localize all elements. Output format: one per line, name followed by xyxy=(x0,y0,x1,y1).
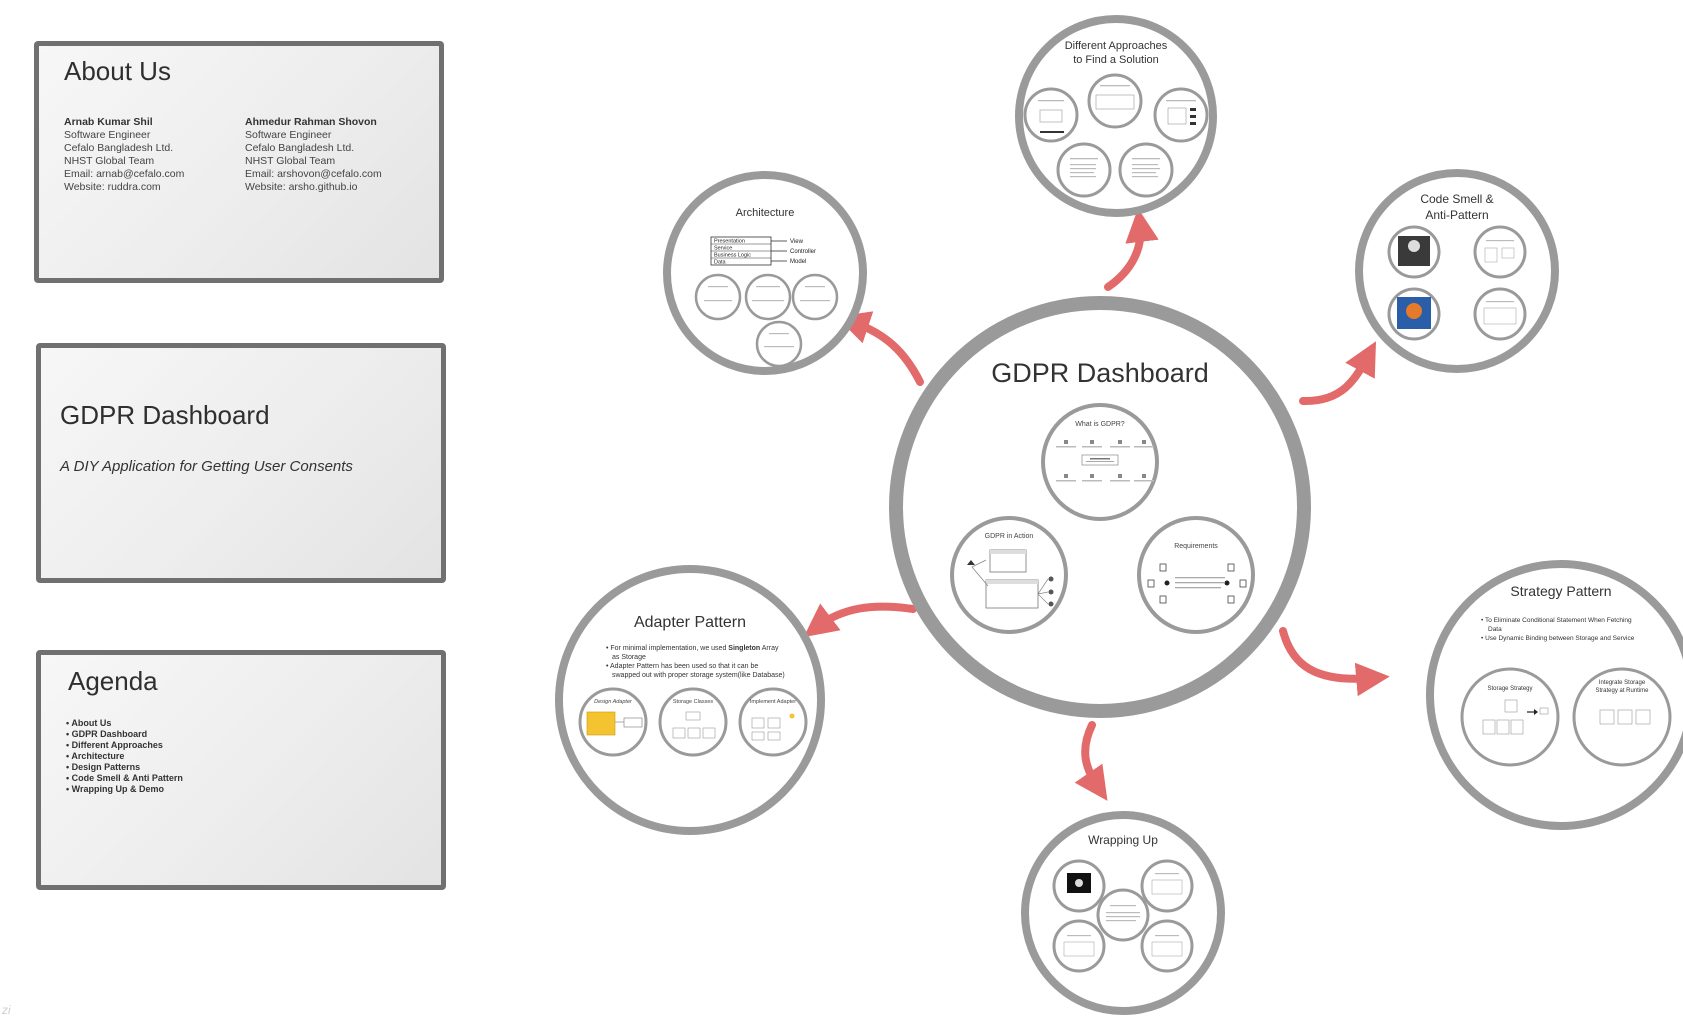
adapter-title: Adapter Pattern xyxy=(634,614,746,631)
what-is-gdpr-circle[interactable]: What is GDPR? xyxy=(1041,403,1159,521)
center-title: GDPR Dashboard xyxy=(991,358,1209,388)
adapter-sub-label: Storage Classes xyxy=(673,699,714,705)
strategy-bullet-cont: Data xyxy=(1488,626,1502,633)
arch-layer: Business Logic xyxy=(714,253,751,259)
person-company: Cefalo Bangladesh Ltd. xyxy=(245,142,355,154)
gdpr-in-action-label: GDPR in Action xyxy=(985,533,1034,540)
agenda-item: Wrapping Up & Demo xyxy=(66,784,183,795)
strategy-sub-label: Strategy at Runtime xyxy=(1595,688,1649,694)
slide-title: GDPR Dashboard xyxy=(60,400,270,430)
adapter-pattern-circle[interactable]: Adapter Pattern • For minimal implementa… xyxy=(555,565,825,835)
adapter-sub-label: Design Adapter xyxy=(594,699,633,705)
arrow-to-approaches xyxy=(1104,208,1159,291)
strategy-title: Strategy Pattern xyxy=(1510,583,1611,599)
person-team: NHST Global Team xyxy=(64,155,155,167)
arch-output: Model xyxy=(790,259,806,265)
adapter-bullet-cont: swapped out with proper storage system(l… xyxy=(612,672,785,679)
gdpr-dashboard-circle[interactable]: GDPR Dashboard What is GDPR? GDPR in Act… xyxy=(889,296,1311,718)
code-smell-circle[interactable]: Code Smell & Anti-Pattern xyxy=(1355,169,1559,373)
strategy-sub-label: Integrate Storage xyxy=(1599,680,1646,686)
wrapping-up-circle[interactable]: Wrapping Up xyxy=(1021,811,1225,1015)
code-smell-title-line1: Code Smell & xyxy=(1420,192,1493,206)
adapter-bullet: • For minimal implementation, we used Si… xyxy=(606,645,779,652)
agenda-frame[interactable]: Agenda About Us GDPR Dashboard Different… xyxy=(36,650,446,890)
agenda-item: Different Approaches xyxy=(66,740,183,751)
strategy-sub-label: Storage Strategy xyxy=(1487,686,1532,692)
arch-output: View xyxy=(790,239,804,245)
requirements-circle[interactable]: Requirements xyxy=(1137,516,1255,634)
agenda-item: Code Smell & Anti Pattern xyxy=(66,773,183,784)
agenda-title: Agenda xyxy=(68,666,158,696)
arrow-to-adapter xyxy=(803,602,917,638)
strategy-bullet: • Use Dynamic Binding between Storage an… xyxy=(1481,635,1635,642)
gdpr-in-action-circle[interactable]: GDPR in Action xyxy=(950,516,1068,634)
strategy-bullet: • To Eliminate Conditional Statement Whe… xyxy=(1481,617,1632,624)
person-website: Website: ruddra.com xyxy=(64,181,161,193)
agenda-item: GDPR Dashboard xyxy=(66,729,183,740)
strategy-pattern-circle[interactable]: Strategy Pattern • To Eliminate Conditio… xyxy=(1426,560,1683,830)
arrow-to-strategy xyxy=(1279,627,1390,697)
approaches-title-line1: Different Approaches xyxy=(1065,40,1168,52)
approaches-circle[interactable]: Different Approaches to Find a Solution xyxy=(1015,15,1217,217)
arch-layer: Presentation xyxy=(714,239,745,245)
prezi-logo: zi xyxy=(2,1003,11,1017)
architecture-title: Architecture xyxy=(736,207,795,219)
approaches-title-line2: to Find a Solution xyxy=(1073,54,1159,66)
agenda-item: About Us xyxy=(66,718,183,729)
arrow-to-architecture xyxy=(836,311,924,386)
adapter-bullet: • Adapter Pattern has been used so that … xyxy=(606,663,758,670)
person-role: Software Engineer xyxy=(64,129,151,141)
requirements-label: Requirements xyxy=(1174,543,1218,550)
code-smell-title-line2: Anti-Pattern xyxy=(1425,208,1488,222)
agenda-list: About Us GDPR Dashboard Different Approa… xyxy=(66,718,183,795)
person-team: NHST Global Team xyxy=(245,155,336,167)
arch-layer: Data xyxy=(714,260,727,266)
adapter-sub-label: Implement Adapter xyxy=(750,699,796,705)
title-slide-frame[interactable]: GDPR Dashboard A DIY Application for Get… xyxy=(36,343,446,583)
person-role: Software Engineer xyxy=(245,129,332,141)
arch-layer: Service xyxy=(714,246,732,252)
sticky-note xyxy=(586,711,616,736)
person-email: Email: arshovon@cefalo.com xyxy=(245,168,382,180)
arch-output: Controller xyxy=(790,249,816,255)
person-website: Website: arsho.github.io xyxy=(245,181,358,193)
person-card: Ahmedur Rahman Shovon Software Engineer … xyxy=(245,116,382,194)
architecture-circle[interactable]: Architecture Presentation Service Busine… xyxy=(663,171,867,375)
person-name: Arnab Kumar Shil xyxy=(64,116,153,128)
agenda-item: Design Patterns xyxy=(66,762,183,773)
wrapping-title: Wrapping Up xyxy=(1088,833,1158,847)
slide-subtitle: A DIY Application for Getting User Conse… xyxy=(60,458,353,475)
what-is-gdpr-label: What is GDPR? xyxy=(1075,421,1125,428)
arrow-to-wrapping xyxy=(1074,721,1108,801)
about-us-title: About Us xyxy=(64,56,171,86)
adapter-bullet-cont: as Storage xyxy=(612,654,646,661)
arrow-to-code-smell xyxy=(1299,341,1377,406)
person-name: Ahmedur Rahman Shovon xyxy=(245,116,377,128)
person-email: Email: arnab@cefalo.com xyxy=(64,168,185,180)
person-company: Cefalo Bangladesh Ltd. xyxy=(64,142,174,154)
connector-arrows xyxy=(803,208,1390,801)
person-card: Arnab Kumar Shil Software Engineer Cefal… xyxy=(64,116,184,194)
about-us-frame[interactable]: About Us Arnab Kumar Shil Software Engin… xyxy=(34,41,444,283)
agenda-item: Architecture xyxy=(66,751,183,762)
